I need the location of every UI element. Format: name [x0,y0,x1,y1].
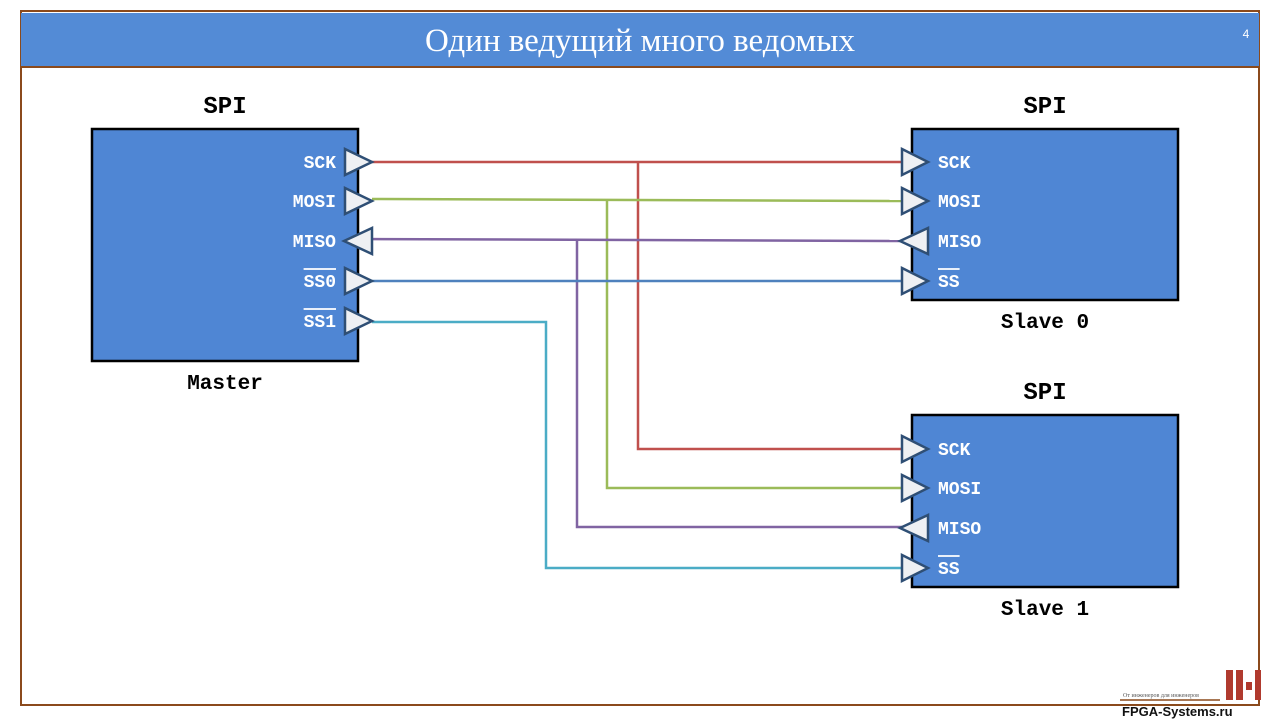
logo-name: FPGA-Systems.ru [1122,704,1233,719]
slave0-port-miso-label: MISO [938,233,981,253]
master-port-mosi-arrow-icon [343,186,375,216]
slave1-port-miso-label: MISO [938,520,981,540]
slave1-port-ss-label: SS [938,560,960,580]
wire-miso-slave1 [575,239,902,529]
slave0-port-sck-label: SCK [938,154,971,174]
slave0-port-sck-arrow-icon [900,146,931,178]
slave1-block: SPI Slave 1 SCK MOSI MISO SS [897,380,1180,622]
master-port-ss0-label: SS0 [304,273,336,293]
wire-ss1 [372,320,902,570]
master-port-ss0-arrow-icon [343,266,375,296]
slave0-port-mosi-label: MOSI [938,193,981,213]
slave0-port-mosi-arrow-icon [900,185,931,217]
wire-sck-slave1 [636,162,902,451]
logo: От инженеров для инженеров FPGA-Systems.… [1120,670,1261,719]
page-number: 4 [1243,27,1250,41]
master-port-mosi-label: MOSI [293,193,336,213]
slave0-block: SPI Slave 0 SCK MOSI MISO SS [897,94,1180,335]
header-bar [21,13,1259,66]
slave1-port-ss-arrow-icon [900,552,931,584]
master-port-ss1-label: SS1 [304,313,337,333]
slave0-box [910,127,1180,302]
master-title: SPI [203,94,246,121]
slave1-title: SPI [1023,380,1066,407]
slave1-port-sck-arrow-icon [900,433,931,465]
slave1-port-sck-label: SCK [938,441,971,461]
master-port-miso-arrow-icon [341,226,374,256]
master-port-sck-arrow-icon [343,147,375,177]
slave0-port-miso-arrow-icon [897,226,930,256]
slave1-port-miso-arrow-icon [897,513,930,543]
slave0-caption: Slave 0 [1001,312,1089,335]
slave0-title: SPI [1023,94,1066,121]
logo-tagline: От инженеров для инженеров [1123,693,1199,699]
master-port-sck-label: SCK [304,154,337,174]
slave0-port-ss-arrow-icon [900,265,931,297]
wires [359,160,903,570]
wire-miso [359,237,903,243]
slide-frame [20,10,1260,706]
master-box [90,127,360,363]
slave0-port-ss-label: SS [938,273,960,293]
master-port-miso-label: MISO [293,233,336,253]
wire-mosi-slave1 [605,199,902,490]
slave1-port-mosi-label: MOSI [938,480,981,500]
master-port-ss1-arrow-icon [343,306,375,336]
master-caption: Master [187,373,263,396]
slave1-port-mosi-arrow-icon [900,472,931,504]
wire-mosi [371,197,903,203]
slave1-box [910,413,1180,589]
slide-title: Один ведущий много ведомых [425,23,855,59]
slave1-caption: Slave 1 [1001,599,1089,622]
